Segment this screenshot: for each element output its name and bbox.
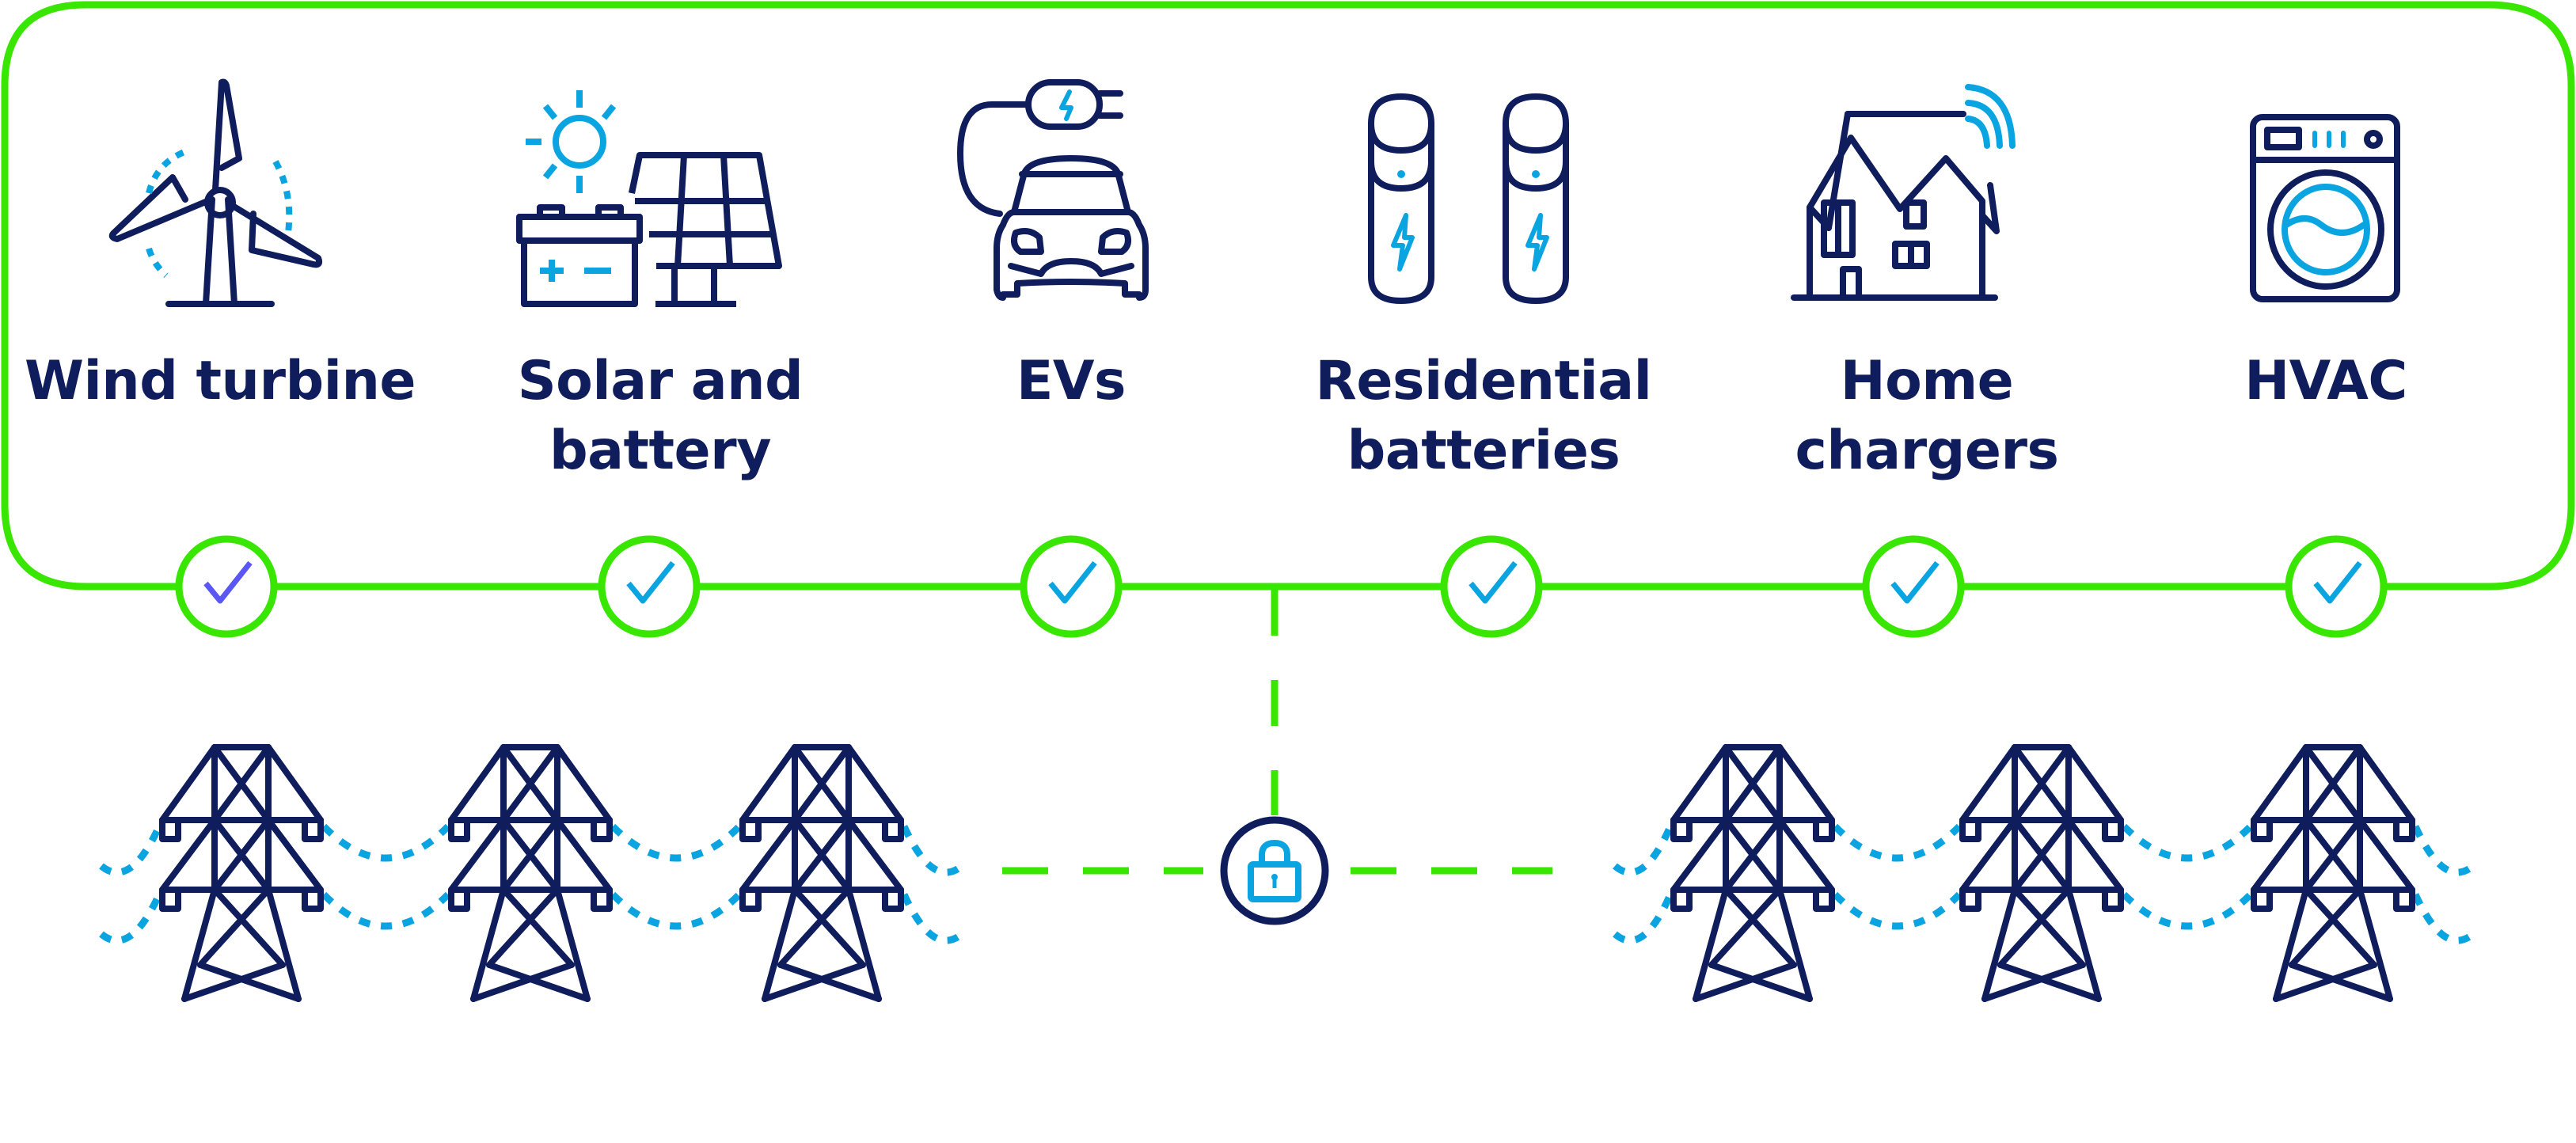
- device-label-solar-and-battery: Solar and battery: [454, 347, 866, 486]
- check-node-home-chargers: [1862, 535, 1965, 638]
- device-label-line: battery: [549, 420, 772, 482]
- power-line-segment: [1613, 825, 1674, 876]
- check-circle: [1440, 535, 1543, 638]
- check-node-wind-turbine: [175, 535, 278, 638]
- check-node-evs: [1020, 535, 1123, 638]
- device-label-evs: EVs: [865, 347, 1277, 416]
- device-label-wind-turbine: Wind turbine: [14, 347, 426, 416]
- power-lines: [99, 823, 2475, 944]
- checkmark-icon: [1890, 560, 1940, 604]
- device-label-line: chargers: [1795, 420, 2059, 482]
- power-line-segment: [321, 891, 451, 930]
- device-icons: [108, 78, 2400, 307]
- device-label-line: EVs: [1016, 350, 1127, 412]
- power-line-segment: [321, 823, 451, 862]
- check-circle: [1862, 535, 1965, 638]
- device-label-line: Home: [1840, 350, 2014, 412]
- checkmark-icon: [203, 560, 253, 604]
- wind-turbine-icon: [108, 78, 323, 307]
- checkmark-icon: [1048, 560, 1097, 604]
- device-group-frame: [1, 1, 2575, 590]
- check-node-hvac: [2285, 535, 2388, 638]
- device-label-residential-batteries: Residential batteries: [1278, 347, 1689, 486]
- power-line-segment: [2411, 825, 2475, 876]
- power-line-segment: [2121, 823, 2254, 862]
- device-label-line: Wind turbine: [24, 350, 416, 412]
- power-line-segment: [99, 893, 163, 944]
- washing-machine-icon: [2250, 114, 2400, 302]
- lock-icon: [1248, 840, 1301, 902]
- status-checks: [175, 535, 2388, 638]
- device-label-home-chargers: Home chargers: [1721, 347, 2133, 486]
- transmission-tower-icon: [1962, 747, 2121, 999]
- check-circle: [2285, 535, 2388, 638]
- transmission-tower-icon: [743, 747, 901, 999]
- transmission-tower-icon: [2254, 747, 2412, 999]
- power-line-segment: [1832, 823, 1962, 862]
- power-line-segment: [1832, 891, 1962, 930]
- check-circle: [598, 535, 701, 638]
- transmission-tower-icon: [451, 747, 610, 999]
- transmission-tower-icon: [1674, 747, 1832, 999]
- battery-cells-icon: [1368, 93, 1569, 304]
- check-node-solar-and-battery: [598, 535, 701, 638]
- power-line-segment: [610, 891, 743, 930]
- solar-panel-battery-icon: [516, 90, 782, 307]
- power-line-segment: [1613, 893, 1674, 944]
- device-label-line: HVAC: [2244, 350, 2407, 412]
- smart-home-icon: [1791, 84, 2016, 301]
- power-line-segment: [99, 825, 163, 876]
- device-label-hvac: HVAC: [2120, 347, 2532, 416]
- transmission-tower-icon: [162, 747, 321, 999]
- power-line-segment: [2411, 893, 2475, 944]
- checkmark-icon: [626, 560, 675, 604]
- power-line-segment: [2121, 891, 2254, 930]
- grid-lock-node: [1220, 816, 1329, 925]
- check-node-residential-batteries: [1440, 535, 1543, 638]
- device-label-line: Solar and: [517, 350, 804, 412]
- device-label-line: Residential: [1315, 350, 1652, 412]
- check-circle: [175, 535, 278, 638]
- checkmark-icon: [2313, 560, 2362, 604]
- power-line-segment: [610, 823, 743, 862]
- checkmark-icon: [1468, 560, 1518, 604]
- power-line-segment: [900, 893, 964, 944]
- device-label-line: batteries: [1347, 420, 1620, 482]
- power-line-segment: [900, 825, 964, 876]
- check-circle: [1020, 535, 1123, 638]
- electric-car-plug-icon: [957, 79, 1149, 301]
